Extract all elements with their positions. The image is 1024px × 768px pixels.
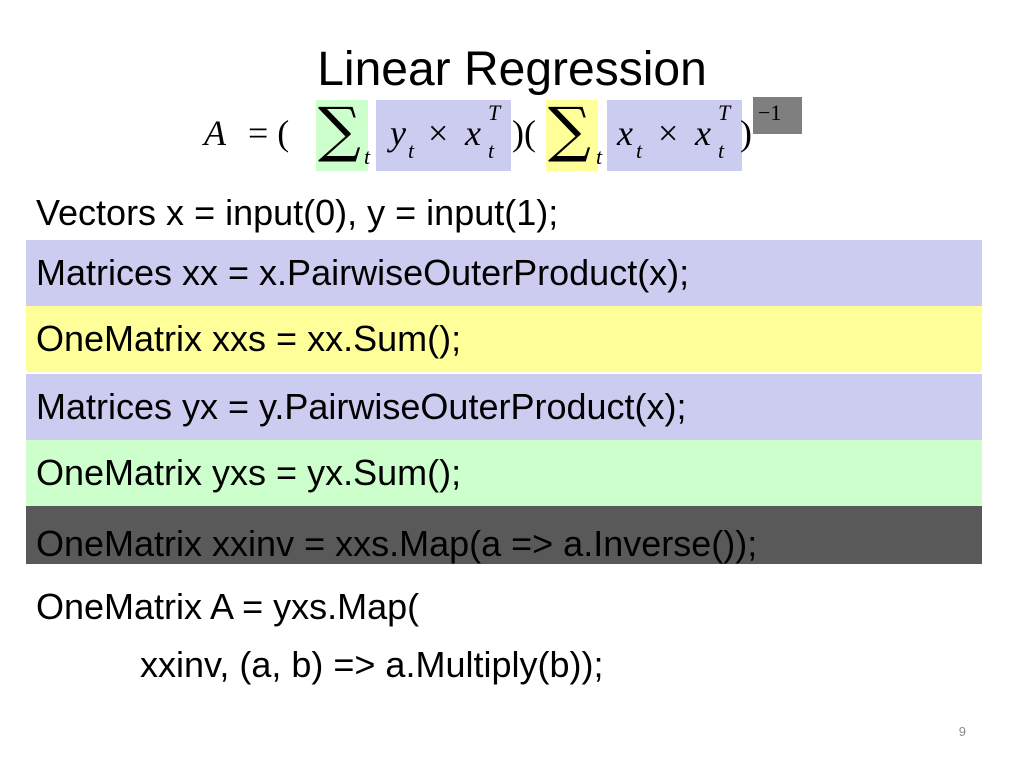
code-line-vectors: Vectors x = input(0), y = input(1);	[36, 192, 559, 233]
x-var-2: x	[617, 113, 633, 153]
y-sub: t	[408, 138, 415, 163]
code-line-xxinv: OneMatrix xxinv = xxs.Map(a => a.Inverse…	[26, 506, 982, 564]
x-sup-1: T	[488, 100, 501, 125]
code-line-a-map: OneMatrix A = yxs.Map(	[36, 586, 420, 627]
regression-formula: A = ( ∑ t y t × x T t )( ∑ t x t × x T t…	[0, 0, 1024, 180]
code-line-xx: Matrices xx = x.PairwiseOuterProduct(x);	[26, 240, 982, 306]
sum-index-2: t	[596, 144, 603, 169]
x-var-1: x	[465, 113, 481, 153]
x-sup-2: T	[718, 100, 731, 125]
x-var-3: x	[695, 113, 711, 153]
formula-equals-open: = (	[248, 113, 290, 153]
formula-close-open: )(	[512, 113, 536, 153]
y-var: y	[390, 113, 406, 153]
x-sub-2: t	[636, 138, 643, 163]
sum-highlight-green	[316, 100, 368, 171]
x-sub-1: t	[488, 138, 495, 163]
times-1: ×	[428, 113, 449, 153]
times-2: ×	[658, 113, 679, 153]
formula-close-paren: )	[740, 113, 752, 153]
sum-index-1: t	[364, 144, 371, 169]
yx-term-highlight	[376, 100, 511, 171]
page-number: 9	[958, 724, 966, 739]
xx-term-highlight	[607, 100, 742, 171]
inverse-highlight	[753, 97, 802, 134]
inverse-exponent: −1	[758, 100, 782, 125]
sigma-symbol-2: ∑	[548, 95, 591, 165]
x-sub-3: t	[718, 138, 725, 163]
code-line-yx: Matrices yx = y.PairwiseOuterProduct(x);	[26, 374, 982, 440]
slide-title: Linear Regression	[317, 43, 707, 96]
code-line-yxs: OneMatrix yxs = yx.Sum();	[26, 440, 982, 506]
formula-lhs: A	[204, 113, 226, 153]
code-line-a-multiply: xxinv, (a, b) => a.Multiply(b));	[140, 644, 604, 685]
sum-highlight-yellow	[546, 100, 598, 171]
sigma-symbol-1: ∑	[318, 95, 361, 165]
code-line-xxs: OneMatrix xxs = xx.Sum();	[26, 306, 982, 372]
